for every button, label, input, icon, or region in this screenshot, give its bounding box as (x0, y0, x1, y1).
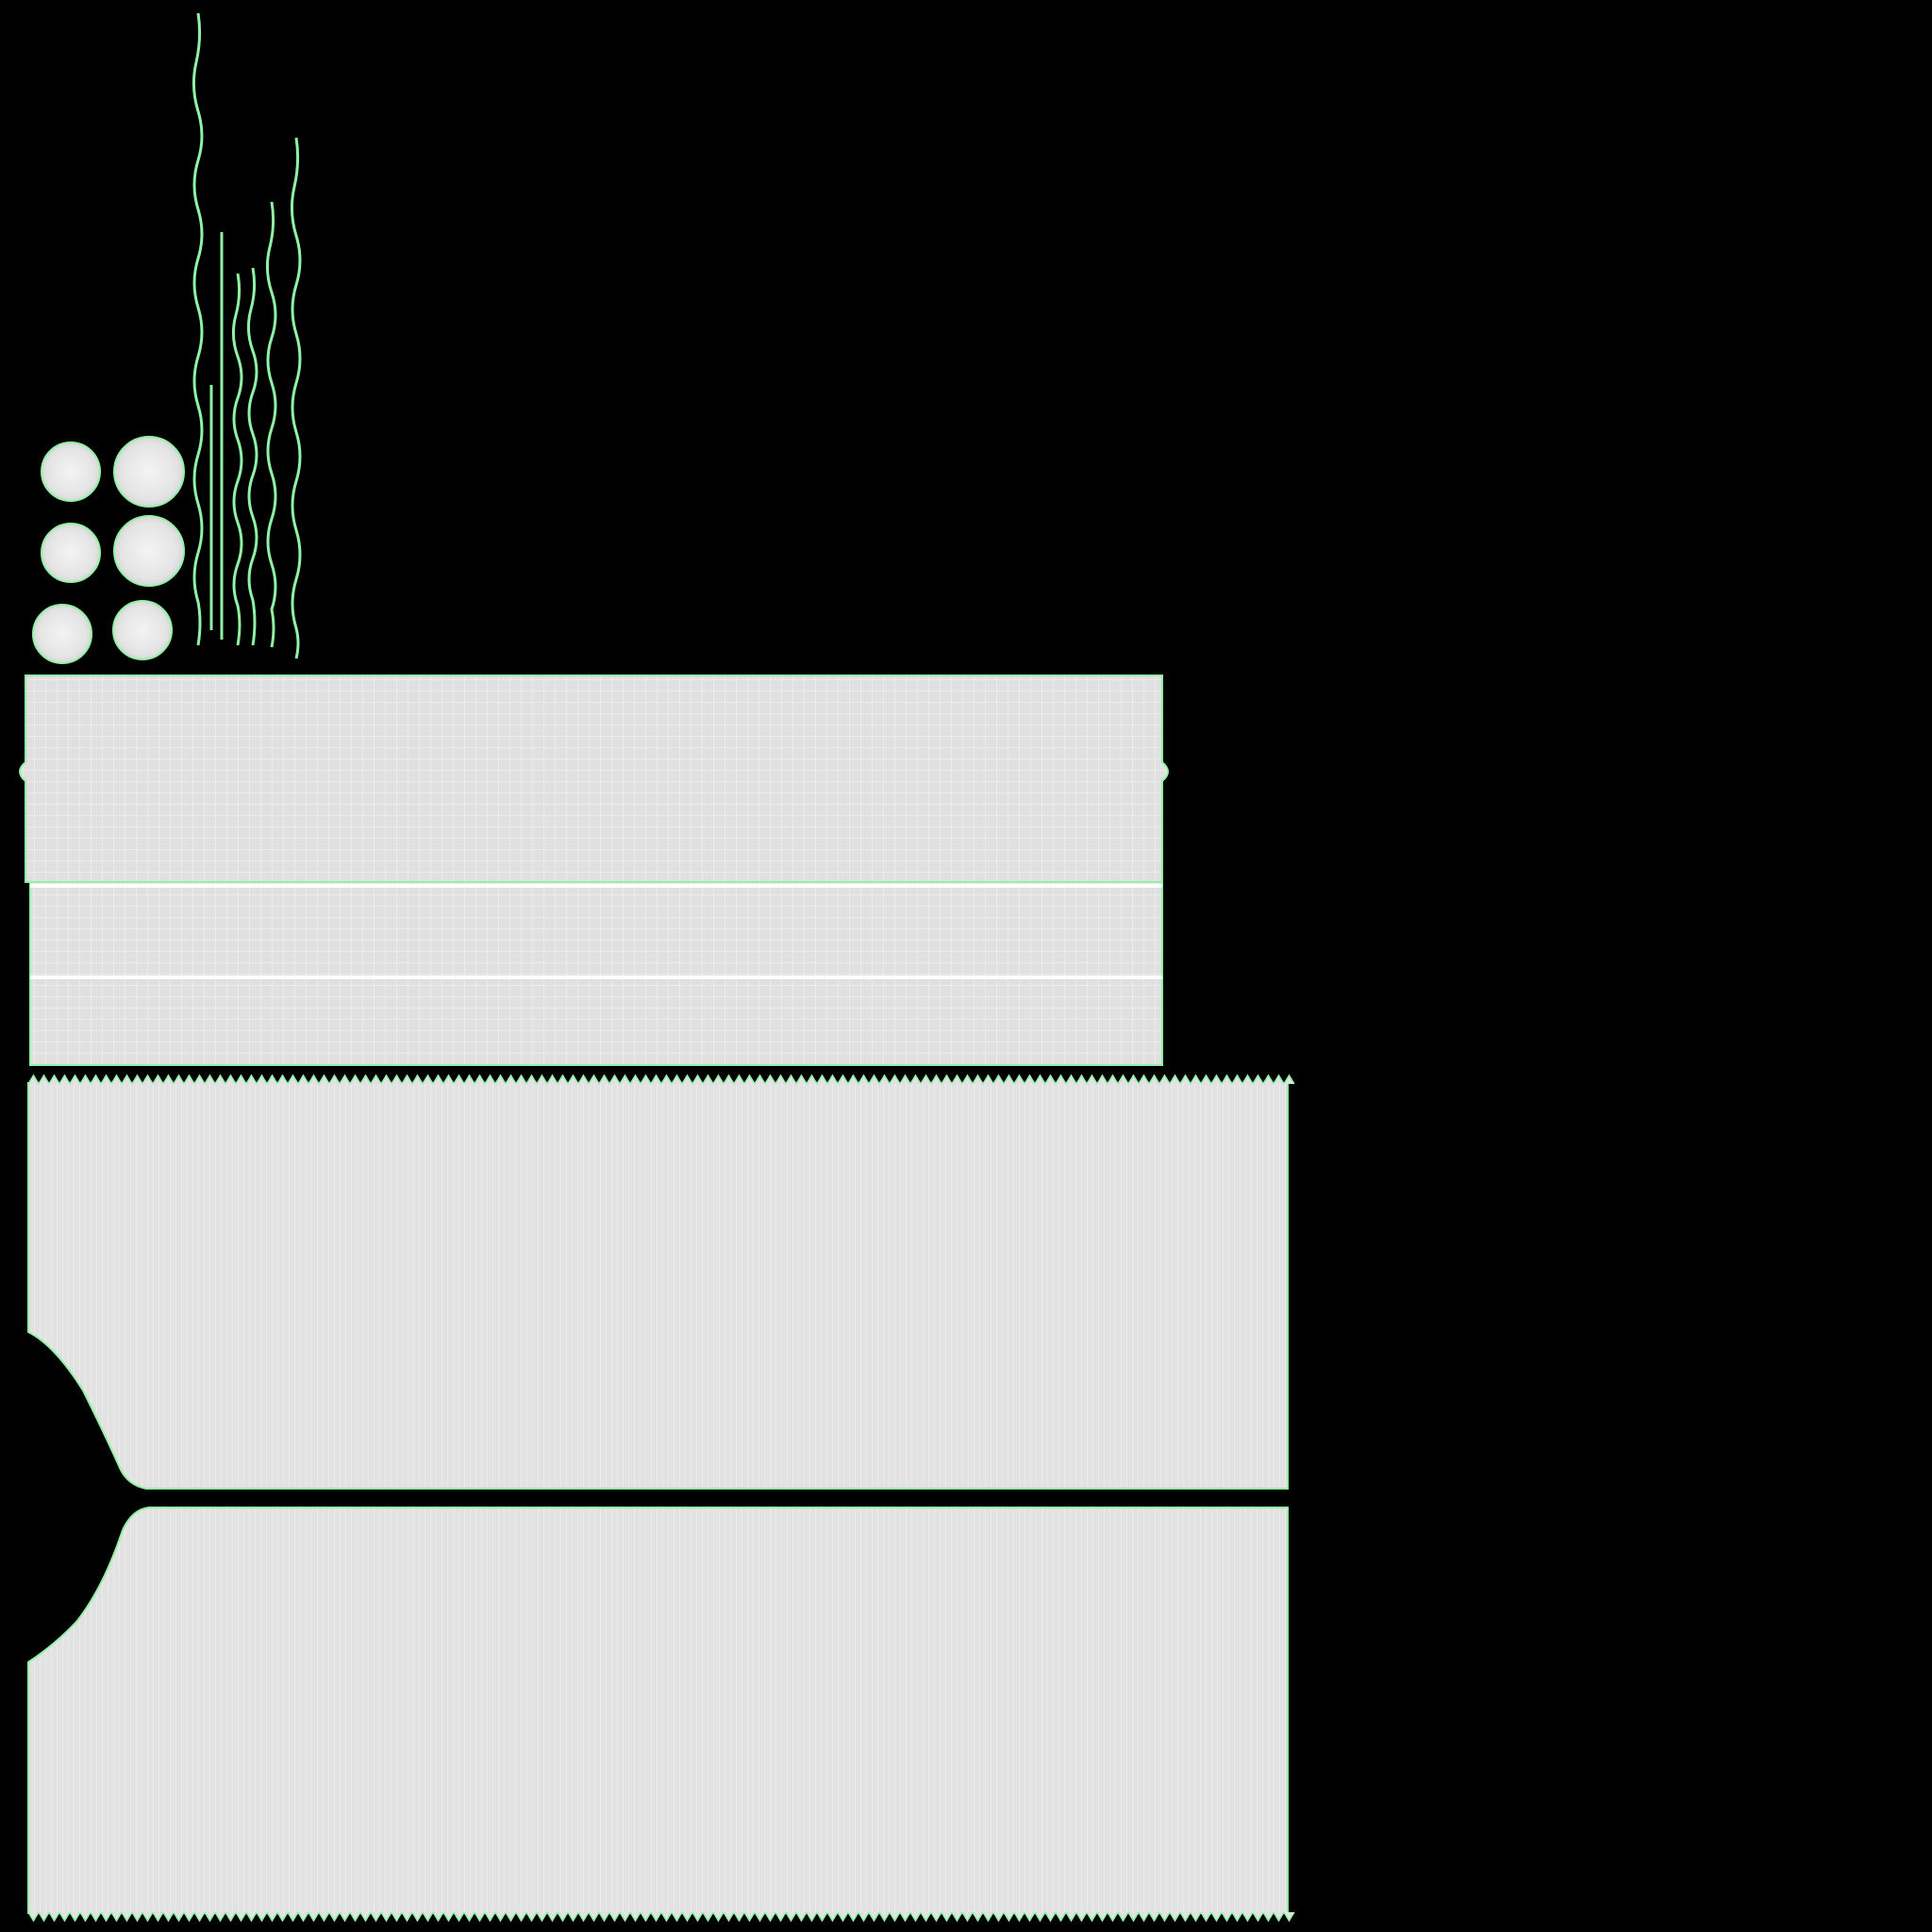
vertical-strips-group (192, 12, 302, 659)
vertical-strip (231, 273, 243, 646)
sawtooth-edge-bottom (27, 1911, 1295, 1923)
sawtooth-edge (27, 1074, 1295, 1085)
vertical-strip (265, 201, 277, 648)
disc-island (41, 523, 101, 583)
sawtooth-edge (27, 1911, 1295, 1923)
disc-islands-group (32, 436, 185, 664)
upper-grid-lower-band (29, 881, 1163, 1066)
vertical-strip (290, 137, 302, 659)
disc-island (113, 436, 185, 508)
disc-island (41, 441, 101, 502)
vertical-strip (192, 12, 204, 646)
disc-island (112, 600, 173, 660)
upper-grid-frame (19, 675, 1169, 883)
disc-island (32, 604, 92, 664)
vertical-strip (246, 267, 258, 646)
disc-island (113, 515, 185, 587)
lower-stripe-island (27, 1074, 1295, 1923)
lower-stripe-lower (27, 1507, 1289, 1914)
lower-stripe-upper (27, 1082, 1289, 1490)
upper-grid-island (19, 675, 1169, 1066)
sawtooth-edge-top (27, 1074, 1295, 1085)
